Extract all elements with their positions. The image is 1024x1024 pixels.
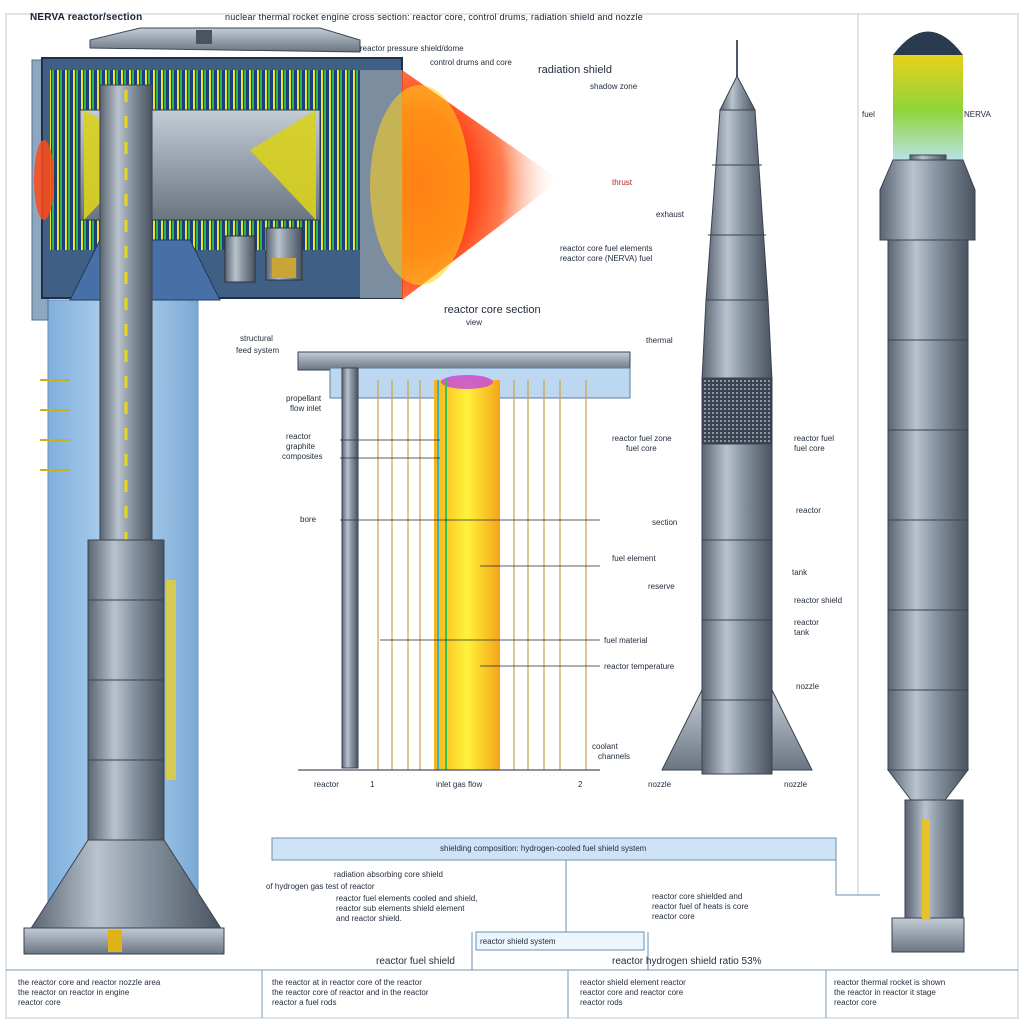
fuel-left-2: reactor — [286, 432, 311, 441]
fuel-section-title: reactor core section — [444, 304, 541, 316]
radiation-shield-sub: shadow zone — [590, 82, 638, 91]
callout-top-2: control drums and core — [430, 58, 512, 67]
rocket-right-2: reactor — [796, 506, 821, 515]
summary-note-2: reactor core shielded and reactor fuel o… — [652, 892, 749, 921]
rocket-right-4: reactor shield — [794, 596, 843, 605]
summary-bottom-center-title: reactor fuel shield — [376, 956, 455, 967]
fuel-tick-left: 1 — [370, 780, 375, 789]
rocket-left-1b: fuel core — [626, 444, 657, 453]
plume-marker-sub: exhaust — [656, 210, 685, 219]
rocket-bottom-right: nozzle — [784, 780, 808, 789]
rocket-right-5b: tank — [794, 628, 810, 637]
summary-band-title: shielding composition: hydrogen-cooled f… — [440, 844, 647, 853]
fuel-bottom-left: reactor — [314, 780, 339, 789]
fuel-tick-right: 2 — [578, 780, 583, 789]
fuel-bottom-right-1: coolant — [592, 742, 618, 751]
callout-top-1: reactor pressure shield/dome — [360, 44, 464, 53]
rocket-right-6: nozzle — [796, 682, 820, 691]
side-callout-1: reactor core fuel elements — [560, 244, 653, 253]
summary-bottom-right-title: reactor hydrogen shield ratio 53% — [612, 956, 762, 967]
fuel-right-top: thermal — [646, 336, 673, 345]
rocket-right-1b: fuel core — [794, 444, 825, 453]
radiation-shield-label: radiation shield — [538, 64, 612, 76]
fuel-bottom-center: inlet gas flow — [436, 780, 483, 789]
side-callout-2: reactor core (NERVA) fuel — [560, 254, 653, 263]
rocket-left-3: reserve — [648, 582, 675, 591]
fuel-left-1: propellant — [286, 394, 322, 403]
fuel-left-1b: flow inlet — [290, 404, 322, 413]
fuel-left-2c: composites — [282, 452, 323, 461]
stage-right-top: NERVA — [964, 110, 991, 119]
logo-text: NERVA reactor/section — [30, 12, 143, 23]
fuel-left-3: bore — [300, 515, 317, 524]
fuel-bottom-right-2: channels — [598, 752, 631, 761]
rocket-right-3: tank — [792, 568, 808, 577]
footer-col-2: the reactor at in reactor core of the re… — [272, 978, 429, 1007]
footer-col-3: reactor shield element reactor reactor c… — [580, 978, 686, 1007]
summary-small-box: reactor shield system — [480, 937, 556, 946]
rocket-left-1: reactor fuel zone — [612, 434, 672, 443]
rocket-right-1: reactor fuel — [794, 434, 835, 443]
rocket-left-2: section — [652, 518, 678, 527]
summary-left-head: radiation absorbing core shield — [334, 870, 443, 879]
structural-label: structural — [240, 334, 273, 343]
fuel-right-2: fuel material — [604, 636, 648, 645]
summary-note-1: reactor fuel elements cooled and shield,… — [336, 894, 478, 923]
main-title: nuclear thermal rocket engine cross sect… — [225, 12, 643, 22]
rocket-right-5: reactor — [794, 618, 819, 627]
fuel-right-1: fuel element — [612, 554, 656, 563]
fuel-right-3: reactor temperature — [604, 662, 675, 671]
summary-left-head-2: of hydrogen gas test of reactor — [266, 882, 375, 891]
footer-col-1: the reactor core and reactor nozzle area… — [18, 978, 161, 1007]
fuel-left-2b: graphite — [286, 442, 315, 451]
stage-left-top: fuel — [862, 110, 875, 119]
feed-system-label: feed system — [236, 346, 280, 355]
footer-col-4: reactor thermal rocket is shown the reac… — [834, 978, 946, 1007]
fuel-section-title-sub: view — [466, 318, 483, 327]
rocket-left-4: nozzle — [648, 780, 672, 789]
plume-marker: thrust — [612, 178, 633, 187]
